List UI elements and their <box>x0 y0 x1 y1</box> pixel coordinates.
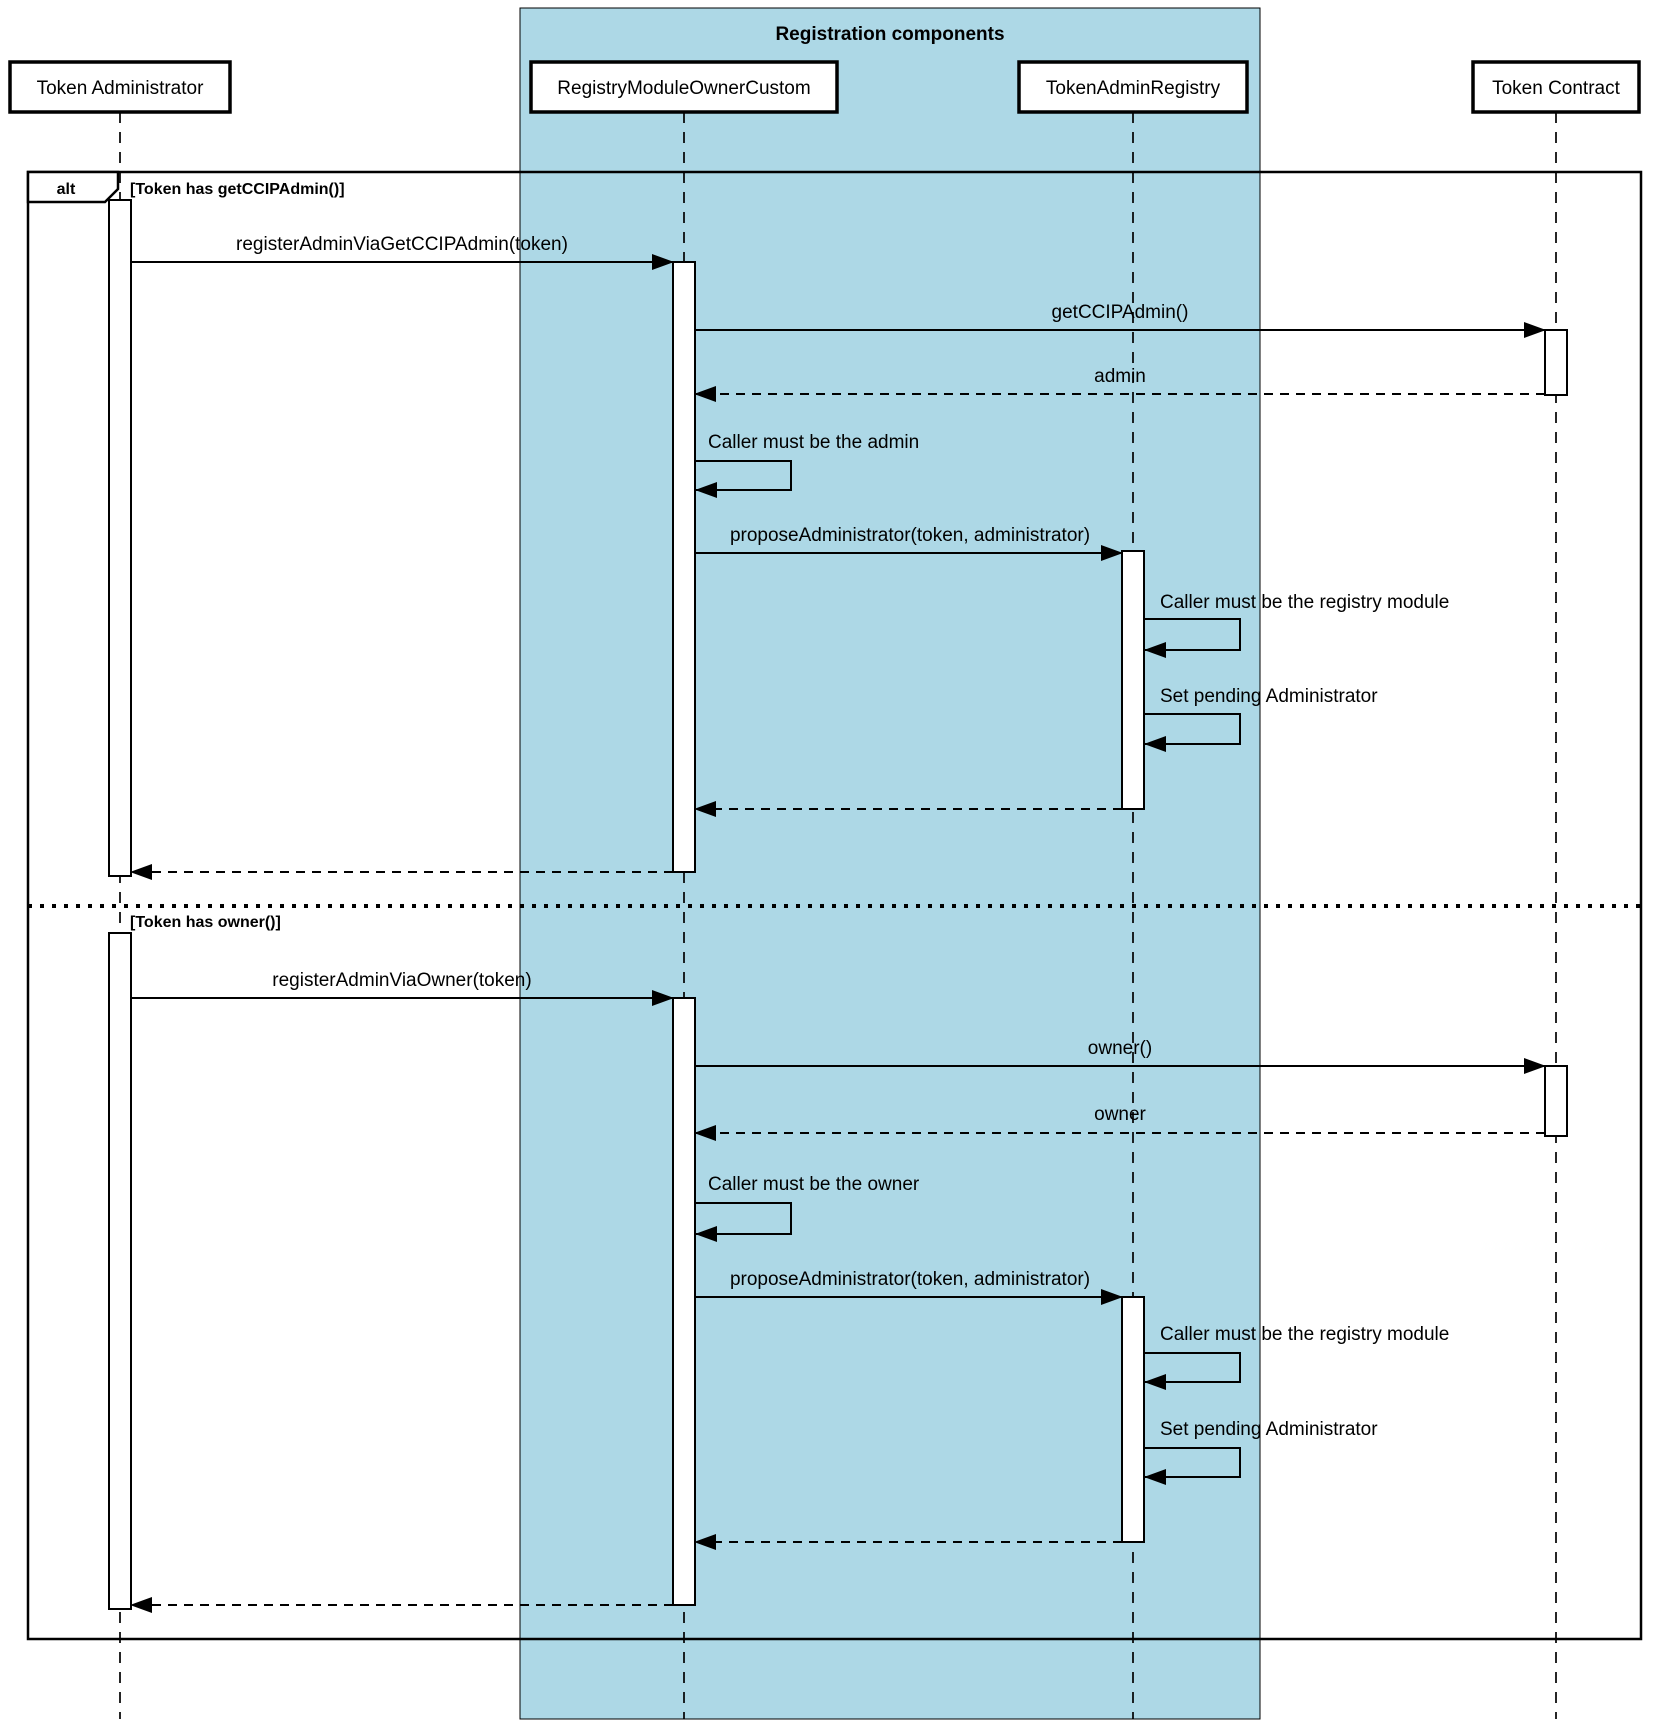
message-label-13: proposeAdministrator(token, administrato… <box>730 1269 1090 1290</box>
self-message-arrow-15 <box>1144 1447 1241 1485</box>
participant-box-token-administrator <box>8 60 232 114</box>
message-label-3: Caller must be the admin <box>708 432 919 453</box>
region-title: Registration components <box>775 24 1004 45</box>
message-label-4: proposeAdministrator(token, administrato… <box>730 525 1090 546</box>
activation-token-contract-6 <box>1544 329 1568 396</box>
activation-token-admin-registry-4 <box>1121 550 1145 810</box>
participant-box-token-admin-registry <box>1017 60 1249 114</box>
message-label-15: Set pending Administrator <box>1160 1419 1378 1440</box>
self-message-arrow-14 <box>1144 1352 1241 1390</box>
guard-condition-1: [Token has owner()] <box>130 914 281 931</box>
message-label-12: Caller must be the owner <box>708 1174 920 1195</box>
guard-condition-0: [Token has getCCIPAdmin()] <box>130 181 345 198</box>
activation-registry-module-owner-custom-3 <box>672 997 696 1606</box>
participant-label-registry-module-owner-custom: RegistryModuleOwnerCustom <box>557 78 810 99</box>
message-label-6: Set pending Administrator <box>1160 686 1378 707</box>
message-label-14: Caller must be the registry module <box>1160 1324 1449 1345</box>
message-label-2: admin <box>1094 366 1146 387</box>
activation-token-admin-registry-5 <box>1121 1296 1145 1543</box>
activation-token-administrator-0 <box>108 199 132 877</box>
alt-operator-pentagon <box>26 170 120 204</box>
participant-label-token-admin-registry: TokenAdminRegistry <box>1046 78 1221 99</box>
activation-token-contract-7 <box>1544 1065 1568 1137</box>
activation-token-administrator-1 <box>108 932 132 1610</box>
self-message-arrow-6 <box>1144 713 1241 752</box>
message-label-9: registerAdminViaOwner(token) <box>272 970 531 991</box>
alt-operator-label: alt <box>57 181 76 198</box>
participant-box-token-contract <box>1471 60 1641 114</box>
self-message-arrow-12 <box>695 1202 792 1242</box>
registration-components-region <box>519 7 1261 1720</box>
self-message-arrow-3 <box>695 460 792 498</box>
participant-label-token-administrator: Token Administrator <box>37 78 205 99</box>
self-message-arrow-5 <box>1144 618 1241 658</box>
message-label-5: Caller must be the registry module <box>1160 592 1449 613</box>
activation-registry-module-owner-custom-2 <box>672 261 696 873</box>
participant-label-token-contract: Token Contract <box>1492 78 1621 99</box>
message-label-1: getCCIPAdmin() <box>1052 302 1189 323</box>
message-label-10: owner() <box>1088 1038 1152 1059</box>
participant-box-registry-module-owner-custom <box>529 60 839 114</box>
message-label-0: registerAdminViaGetCCIPAdmin(token) <box>236 234 568 255</box>
message-label-11: owner <box>1094 1104 1146 1125</box>
